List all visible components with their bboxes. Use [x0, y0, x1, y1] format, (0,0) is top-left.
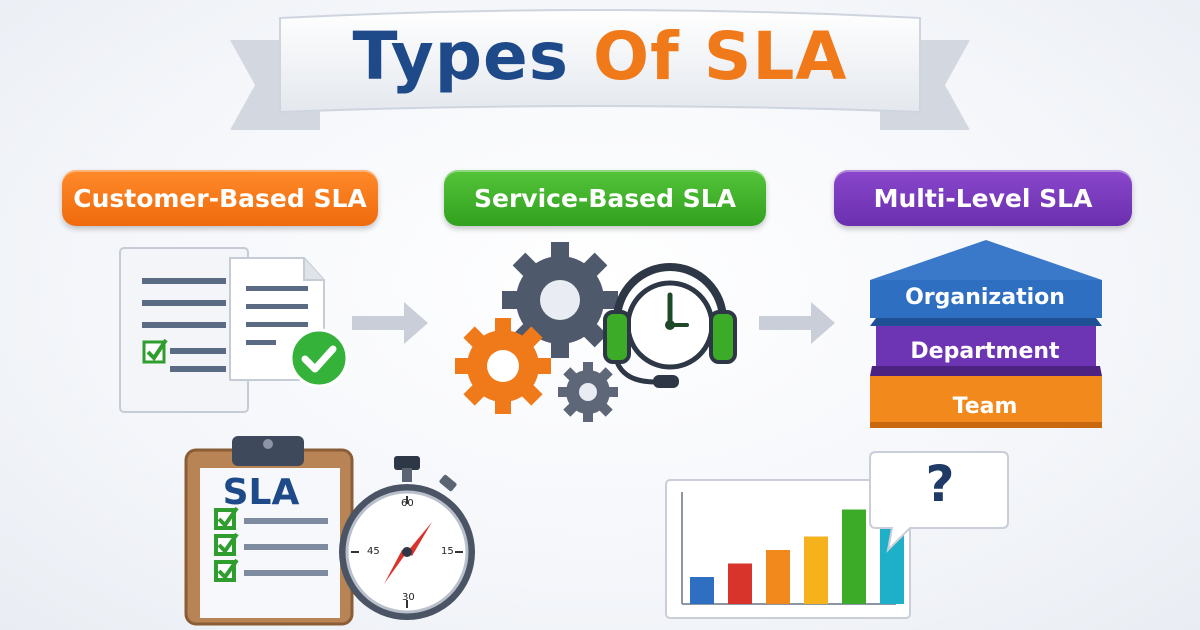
clipboard-icon	[184, 436, 354, 626]
stopwatch-number-60: 60	[401, 498, 414, 509]
bar-chart-icon	[665, 479, 911, 619]
bar-4	[804, 536, 828, 604]
title-part-2: Of SLA	[593, 18, 848, 95]
checkmark-icon	[289, 328, 349, 388]
service-based-sla-label: Service-Based SLA	[444, 170, 766, 226]
clipboard-title: SLA	[222, 472, 300, 513]
level-organization: Organization	[905, 285, 1065, 310]
stopwatch-icon	[339, 456, 475, 620]
speech-bubble-icon	[869, 451, 1009, 553]
arrow-right-icon	[759, 302, 835, 344]
stopwatch-number-30: 30	[402, 592, 415, 603]
hierarchy-pyramid	[870, 240, 1102, 428]
title-part-1: Types	[352, 18, 570, 95]
page-title: Types Of SLA	[0, 18, 1200, 95]
bar-2	[728, 563, 752, 604]
arrow-right-icon	[352, 302, 428, 344]
title-ribbon	[230, 9, 970, 130]
multi-level-sla-label: Multi-Level SLA	[834, 170, 1132, 226]
stopwatch-number-15: 15	[441, 546, 454, 557]
headset-icon	[603, 263, 737, 388]
customer-based-sla-label: Customer-Based SLA	[62, 170, 378, 226]
bar-5	[842, 509, 866, 604]
speech-bubble-text: ?	[925, 455, 955, 513]
level-team: Team	[952, 394, 1018, 419]
stopwatch-number-45: 45	[367, 546, 380, 557]
gear-icon	[455, 242, 618, 422]
level-department: Department	[910, 339, 1060, 364]
bar-1	[690, 577, 714, 604]
bar-3	[766, 550, 790, 604]
